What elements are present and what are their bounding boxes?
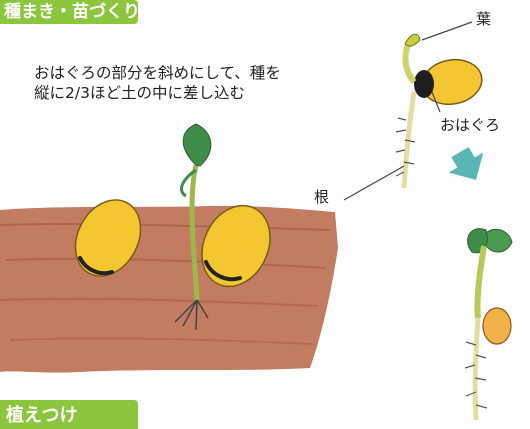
leaf-label: 葉 (476, 10, 492, 28)
hilum-label: おはぐろ (440, 116, 501, 134)
next-section-title: 植えつけ (6, 405, 78, 426)
germinated-bean-diagram (343, 21, 483, 201)
next-section-banner (0, 400, 138, 429)
section-header-banner (0, 0, 138, 24)
seedling-sprout (174, 123, 271, 331)
sowing-instruction: おはぐろの部分を斜めにして、種を 縦に2/3ほど土の中に差し込む (34, 64, 281, 102)
bean-seed-planted (74, 199, 142, 277)
section-header-title: 種まき・苗づくり (4, 2, 140, 22)
grown-seedling (464, 228, 513, 421)
root-label: 根 (314, 188, 330, 206)
arrow-down-icon (448, 147, 484, 180)
soil-bed (0, 205, 338, 373)
